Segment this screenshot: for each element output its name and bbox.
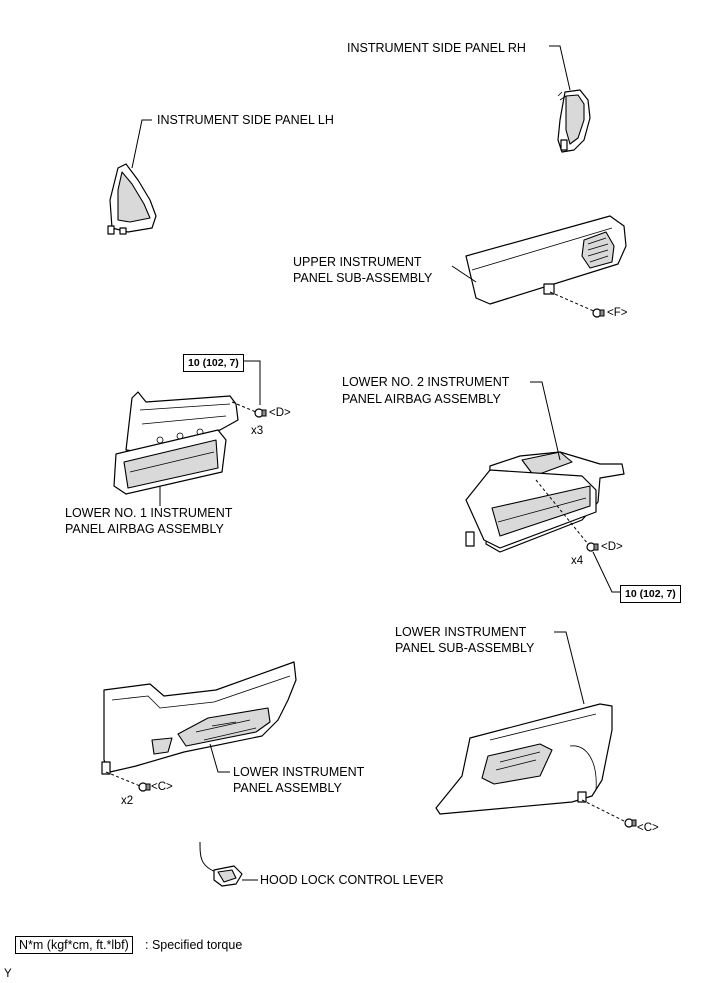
label-lower-panel-line2: PANEL ASSEMBLY [233, 781, 342, 795]
label-upper-panel-line1: UPPER INSTRUMENT [293, 255, 422, 269]
upper-instrument-panel-part [465, 215, 627, 305]
side-panel-lh-part [107, 163, 157, 235]
upper-panel-leader [451, 265, 477, 283]
fastener-d-right-qty: x4 [571, 555, 584, 567]
label-lower-no1-line1: LOWER NO. 1 INSTRUMENT [65, 506, 233, 520]
label-upper-panel-line2: PANEL SUB-ASSEMBLY [293, 271, 433, 285]
lower-panel-assembly-leader [209, 743, 230, 773]
screw-c-left [138, 782, 151, 792]
torque-box-left: 10 (102, 7) [183, 354, 244, 372]
hood-lock-lever-part [199, 841, 243, 887]
lower-no1-screw-dash [231, 401, 257, 413]
upper-panel-screw-dash [549, 291, 597, 313]
screw-d-left [254, 408, 267, 418]
fastener-d-left-label: <D> [269, 407, 291, 419]
lower-no2-airbag-leader [530, 381, 561, 461]
lower-no1-airbag-part [113, 391, 239, 495]
screw-f [592, 308, 605, 318]
side-panel-lh-leader [131, 119, 152, 169]
side-panel-rh-part [557, 89, 591, 153]
legend-torque-unit: N*m (kgf*cm, ft.*lbf) [15, 936, 133, 954]
fastener-d-left-qty: x3 [251, 425, 264, 437]
torque-left-leader [244, 360, 261, 405]
side-panel-rh-leader [549, 45, 571, 91]
torque-right-leader [592, 551, 620, 593]
lower-sub-leader [554, 631, 585, 705]
torque-box-right: 10 (102, 7) [620, 585, 681, 603]
footer-code: Y [4, 968, 12, 980]
fastener-c-right-label: <C> [637, 822, 659, 834]
label-hood-lever: HOOD LOCK CONTROL LEVER [260, 873, 444, 887]
legend-description: : Specified torque [145, 938, 243, 952]
label-side-panel-rh: INSTRUMENT SIDE PANEL RH [347, 41, 526, 55]
screw-d-right [586, 542, 599, 552]
fastener-c-left-qty: x2 [121, 795, 134, 807]
label-lower-no2-line1: LOWER NO. 2 INSTRUMENT [342, 375, 510, 389]
lower-panel-assembly-part [101, 661, 297, 775]
fastener-c-left-label: <C> [151, 781, 173, 793]
label-side-panel-lh: INSTRUMENT SIDE PANEL LH [157, 113, 334, 127]
lower-sub-screw-dash [581, 799, 627, 823]
fastener-f-label: <F> [607, 307, 628, 319]
label-lower-no1-line2: PANEL AIRBAG ASSEMBLY [65, 522, 224, 536]
label-lower-no2-line2: PANEL AIRBAG ASSEMBLY [342, 392, 501, 406]
label-lower-sub-line1: LOWER INSTRUMENT [395, 625, 527, 639]
label-lower-panel-line1: LOWER INSTRUMENT [233, 765, 365, 779]
lower-sub-assembly-part [435, 703, 613, 815]
lower-panel-screw-dash [105, 771, 141, 787]
lower-no2-screw-dash [535, 479, 589, 545]
lower-no2-airbag-part [465, 451, 625, 553]
label-lower-sub-line2: PANEL SUB-ASSEMBLY [395, 641, 535, 655]
fastener-d-right-label: <D> [601, 541, 623, 553]
screw-c-right [624, 818, 637, 828]
